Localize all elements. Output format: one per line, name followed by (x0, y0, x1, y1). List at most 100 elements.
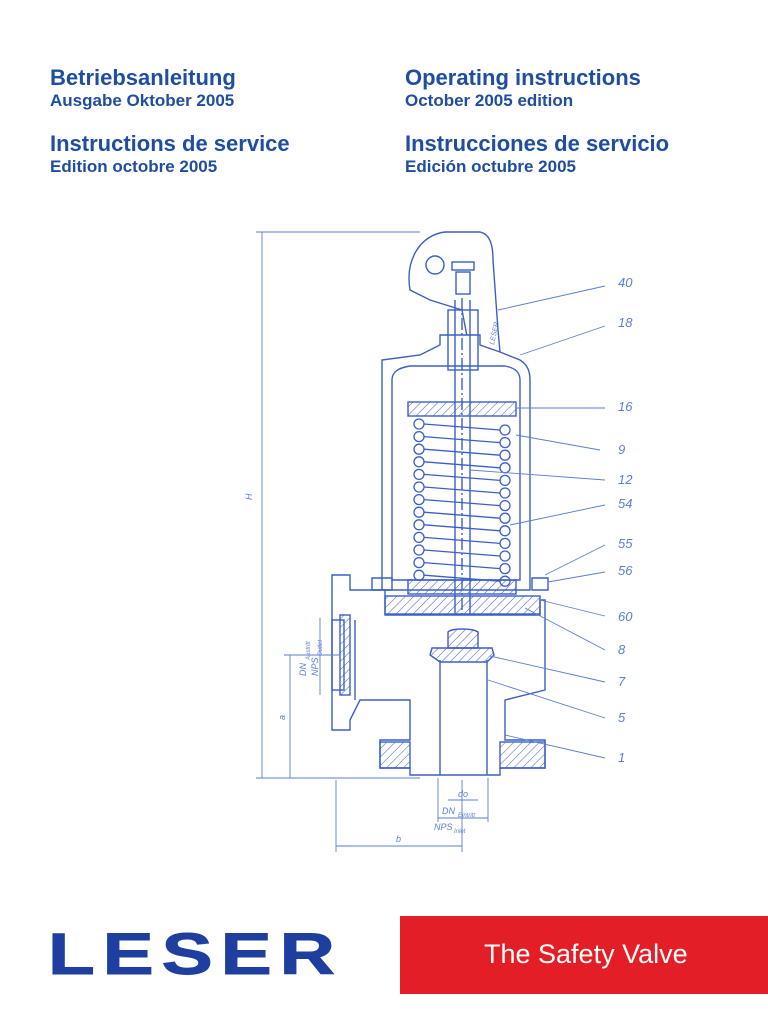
part-label-18: 18 (618, 315, 633, 330)
spring-coil-right (499, 499, 511, 512)
edition-german: Ausgabe Oktober 2005 (50, 91, 235, 110)
spring-coil-right (499, 436, 511, 449)
spring-coil-line (423, 511, 501, 519)
stud-nut-left (371, 577, 393, 591)
footer-band: LESER The Safety Valve (0, 916, 768, 994)
inlet-flange-right (499, 741, 546, 769)
leader-18 (519, 325, 606, 356)
cap (408, 231, 501, 353)
leader-40 (497, 285, 606, 311)
heading-english: Operating instructions October 2005 edit… (405, 65, 641, 111)
leader-8 (524, 607, 606, 651)
leader-lines (469, 285, 606, 759)
part-label-54: 54 (618, 496, 632, 511)
spring-coil-line (423, 486, 501, 494)
part-label-12: 12 (618, 472, 633, 487)
spring (413, 418, 511, 587)
part-label-16: 16 (618, 399, 633, 414)
valve-body (331, 574, 549, 776)
dim-label-dn-outlet-sub: Austritt (306, 641, 312, 661)
valve-outline (381, 231, 531, 645)
leader-55 (544, 544, 606, 576)
spring-coil-line (423, 423, 501, 431)
heading-german: Betriebsanleitung Ausgabe Oktober 2005 (50, 65, 236, 111)
stud-nut-right (531, 577, 549, 591)
spring-coils-right (499, 424, 511, 587)
part-label-5: 5 (618, 710, 626, 725)
spring-coil-right (499, 449, 511, 461)
spring-coil-left (413, 506, 425, 518)
title-french: Instructions de service (50, 131, 290, 156)
spring-coil-right (499, 575, 511, 587)
leader-56 (547, 571, 606, 583)
upper-spring-plate (407, 401, 517, 417)
spring-coil-right (499, 424, 511, 436)
spring-coil-right (499, 525, 511, 537)
leader-60 (539, 599, 606, 617)
body-flange-hatch (384, 595, 541, 615)
edition-spanish: Edición octubre 2005 (405, 157, 576, 176)
edition-french: Edition octobre 2005 (50, 157, 218, 176)
edition-english: October 2005 edition (405, 91, 574, 110)
part-labels: 40 18 16 9 12 54 55 56 60 8 7 5 1 (618, 275, 633, 765)
leader-12 (469, 469, 606, 481)
tagline: The Safety Valve (484, 939, 688, 969)
adjusting-screw (447, 309, 479, 371)
part-label-9: 9 (618, 442, 625, 457)
leader-9 (515, 434, 601, 451)
spring-coil-line (423, 561, 501, 570)
spring-coil-right (499, 512, 511, 524)
title-spanish: Instrucciones de servicio (405, 131, 670, 156)
spring-coil-line (423, 461, 501, 469)
spring-coil-line (423, 549, 501, 557)
dim-label-nps-outlet-sub: Outlet (318, 640, 324, 656)
outlet-flange-hatch (339, 614, 351, 696)
disc-holder (447, 628, 479, 649)
part-label-40: 40 (618, 275, 633, 290)
spring-coil-line (423, 448, 501, 456)
bonnet (381, 334, 531, 591)
part-label-56: 56 (618, 563, 633, 578)
dim-label-height: H (244, 493, 254, 500)
part-label-60: 60 (618, 609, 633, 624)
title-english: Operating instructions (405, 65, 641, 90)
leader-7 (489, 655, 606, 683)
dimension-labels: H a b do DN Austritt NPS Outlet DN Eintr… (244, 321, 501, 844)
inlet-flange-left (379, 741, 411, 769)
spring-coil-line (423, 524, 501, 532)
spring-coils-left (413, 418, 501, 582)
nozzle-bore (439, 660, 488, 775)
lever-link (451, 261, 475, 271)
spring-coil-right (499, 474, 511, 487)
title-german: Betriebsanleitung (50, 65, 236, 90)
dim-label-nps-inlet-sub: Inlet (454, 829, 466, 835)
part-label-1: 1 (618, 750, 625, 765)
leader-54 (509, 504, 606, 526)
spring-coil-right (499, 562, 511, 575)
spring-coil-right (499, 550, 511, 562)
spring-coil-line (423, 498, 501, 507)
lever-pivot (425, 255, 445, 275)
spring-coil-line (423, 473, 501, 482)
logo-panel: LESER (0, 916, 400, 994)
dim-label-do: do (458, 789, 468, 799)
spring-coil-line (423, 536, 501, 545)
part-label-55: 55 (618, 536, 633, 551)
heading-french: Instructions de service Edition octobre … (50, 131, 290, 177)
lift-nut (455, 271, 471, 295)
part-label-7: 7 (618, 674, 626, 689)
dim-label-b: b (396, 834, 401, 844)
disc (429, 647, 495, 663)
dim-label-dn-inlet: DN (442, 806, 455, 816)
dim-label-a: a (277, 715, 287, 720)
part-label-8: 8 (618, 642, 626, 657)
lower-spring-plate (407, 579, 517, 595)
dim-label-nps-outlet: NPS (310, 657, 320, 676)
spring-coil-line (423, 574, 501, 582)
dim-label-nps-inlet: NPS (434, 822, 453, 832)
leader-5 (487, 679, 606, 719)
spring-coil-right (499, 487, 511, 499)
safety-valve-drawing: 40 18 16 9 12 54 55 56 60 8 7 5 1 H a b … (244, 231, 633, 852)
leser-logo: LESER (47, 922, 343, 987)
cap-marking: LESER (489, 321, 501, 345)
